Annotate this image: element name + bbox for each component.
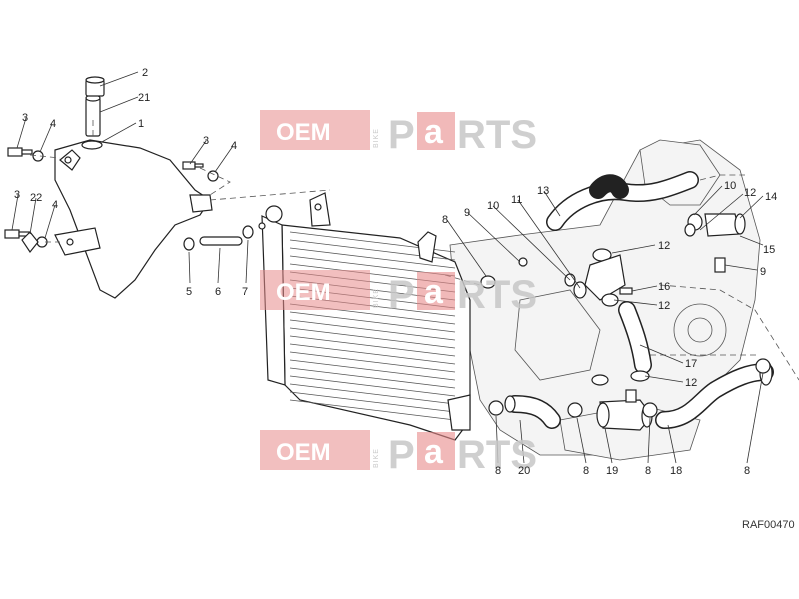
callout-label: 8 xyxy=(744,465,750,477)
callout-label: 1 xyxy=(138,118,144,130)
diagram-code: RAF00470 xyxy=(742,519,795,531)
radiator-fin xyxy=(289,327,456,349)
callout-label: 12 xyxy=(744,187,756,199)
watermark-a-text: a xyxy=(424,113,444,151)
watermark-bike-text: BIKE xyxy=(373,288,380,308)
callout-label: 14 xyxy=(765,191,777,203)
callout-label: 2 xyxy=(142,67,148,79)
watermark-rts-text: RTS xyxy=(457,433,537,477)
clamps-8 xyxy=(480,257,771,418)
callout-label: 3 xyxy=(203,135,209,147)
callout-label: 10 xyxy=(724,180,736,192)
callout-label: 8 xyxy=(583,465,589,477)
callout-label: 3 xyxy=(22,112,28,124)
watermark-p-text: P xyxy=(388,433,415,477)
callout-label: 12 xyxy=(658,300,670,312)
callout-label: 19 xyxy=(606,465,618,477)
assembly-lines xyxy=(29,120,799,381)
callout-label: 17 xyxy=(685,358,697,370)
hose-13 xyxy=(546,171,699,231)
watermark-rts-text: RTS xyxy=(457,273,537,317)
hose-17 xyxy=(564,248,652,386)
callout-labels: 2 21 1 3 4 3 4 3 22 4 5 6 7 8 9 10 11 13… xyxy=(14,67,777,477)
radiator-fin xyxy=(289,359,456,381)
radiator-fin xyxy=(289,383,456,405)
callout-label: 21 xyxy=(138,92,150,104)
short-hose-6 xyxy=(183,222,266,251)
watermark-bike-text: BIKE xyxy=(373,128,380,148)
callout-label: 22 xyxy=(30,192,42,204)
watermark-oem-text: OEM xyxy=(276,279,331,306)
callout-label: 8 xyxy=(495,465,501,477)
callout-label: 8 xyxy=(442,214,448,226)
watermark-top: OEM BIKE P a RTS xyxy=(260,110,537,157)
expansion-tank xyxy=(54,139,213,299)
radiator-fin xyxy=(289,247,456,269)
callout-label: 11 xyxy=(511,194,522,206)
watermark-bottom: OEM BIKE P a RTS xyxy=(260,430,537,477)
watermark-middle: OEM BIKE P a RTS xyxy=(260,270,537,317)
radiator-fin xyxy=(289,375,456,397)
watermark-rts-text: RTS xyxy=(457,113,537,157)
radiator-fin xyxy=(289,367,456,389)
callout-label: 3 xyxy=(14,189,20,201)
radiator-fin xyxy=(289,391,456,413)
callout-label: 12 xyxy=(658,240,670,252)
radiator-fin xyxy=(289,343,456,365)
thermostat-fitting xyxy=(684,213,746,273)
callout-label: 9 xyxy=(760,266,766,278)
callout-label: 6 xyxy=(215,286,221,298)
callout-label: 16 xyxy=(658,281,670,293)
hose-20 xyxy=(504,395,561,429)
callout-label: 8 xyxy=(645,465,651,477)
radiator xyxy=(261,192,471,441)
leader-lines xyxy=(11,71,764,464)
watermark-oem-text: OEM xyxy=(276,439,331,466)
radiator-fin xyxy=(289,335,456,357)
callout-label: 10 xyxy=(487,200,499,212)
radiator-fin xyxy=(289,311,456,333)
radiator-fin xyxy=(289,399,456,421)
watermark-oem-text: OEM xyxy=(276,119,331,146)
callout-label: 4 xyxy=(52,199,58,211)
callout-label: 15 xyxy=(763,244,775,256)
filler-cap-assembly xyxy=(85,76,105,137)
watermark-p-text: P xyxy=(388,113,415,157)
callout-label: 4 xyxy=(231,140,237,152)
watermark-a-text: a xyxy=(424,273,444,311)
callout-label: 4 xyxy=(50,118,56,130)
radiator-fin xyxy=(289,319,456,341)
callout-label: 5 xyxy=(186,286,192,298)
callout-label: 20 xyxy=(518,465,530,477)
callout-label: 13 xyxy=(537,185,549,197)
radiator-fin xyxy=(289,351,456,373)
watermark-bike-text: BIKE xyxy=(373,448,380,468)
callout-label: 18 xyxy=(670,465,682,477)
callout-label: 7 xyxy=(242,286,248,298)
callout-label: 9 xyxy=(464,207,470,219)
watermark-a-text: a xyxy=(424,433,444,471)
watermark-p-text: P xyxy=(388,273,415,317)
callout-label: 12 xyxy=(685,377,697,389)
